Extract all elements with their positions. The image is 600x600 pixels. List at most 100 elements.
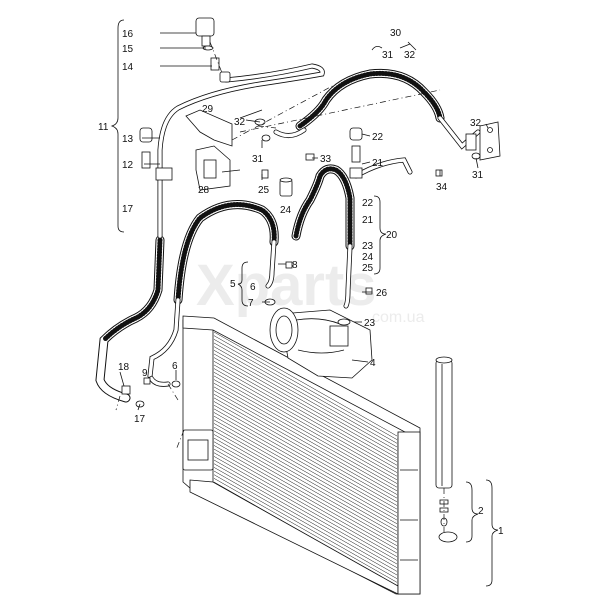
callout-24-group: 24: [362, 252, 374, 263]
callout-21: 21: [362, 215, 374, 226]
callout-31-top: 31: [382, 50, 394, 61]
condenser-fin-line: [213, 408, 398, 514]
callout-23-group: 23: [362, 241, 374, 252]
condenser-fin-line: [213, 404, 398, 510]
callout-31-right: 31: [472, 170, 484, 181]
callout-31-left: 31: [252, 154, 264, 165]
callout-32-top: 32: [404, 50, 416, 61]
condenser-fin-line: [213, 353, 398, 459]
condenser-fin-line: [213, 335, 398, 440]
condenser-fin-line: [213, 419, 398, 525]
callout-14: 14: [122, 62, 134, 73]
condenser-fin-line: [213, 452, 398, 557]
condenser-fin-line: [213, 346, 398, 451]
callout-25: 25: [258, 185, 270, 196]
condenser-fins: [213, 331, 398, 587]
condenser-fin-line: [213, 437, 398, 543]
callout-12: 12: [122, 160, 134, 171]
condenser-fin-line: [213, 445, 398, 550]
condenser-fin-line: [213, 401, 398, 506]
condenser-fin-line: [213, 364, 398, 470]
connector-block-32: [465, 121, 501, 161]
callout-23: 23: [364, 318, 376, 329]
condenser-fin-line: [213, 412, 398, 517]
callout-4: 4: [370, 358, 376, 369]
callout-28: 28: [198, 185, 210, 196]
condenser-fin-line: [213, 470, 398, 576]
callout-30: 30: [390, 28, 402, 39]
condenser-fin-line: [213, 448, 398, 554]
callout-33: 33: [320, 154, 332, 165]
callout-18: 18: [118, 362, 130, 373]
callout-20: 20: [386, 230, 398, 241]
callout-22: 22: [362, 198, 374, 209]
condenser-fin-line: [213, 390, 398, 495]
condenser-fin-line: [213, 430, 398, 535]
callout-17-lower: 17: [134, 414, 146, 425]
condenser-fin-line: [213, 372, 398, 477]
callout-17-upper: 17: [122, 204, 134, 215]
callout-22-upper: 22: [372, 132, 384, 143]
callout-21-upper: 21: [372, 158, 384, 169]
callout-1: 1: [498, 526, 504, 537]
callout-6-lower: 6: [172, 361, 178, 372]
callout-5: 5: [230, 279, 236, 290]
condenser-fin-line: [213, 375, 398, 481]
condenser: [182, 315, 421, 595]
condenser-fin-line: [213, 368, 398, 473]
callout-34: 34: [436, 182, 448, 193]
condenser-fin-line: [213, 463, 398, 568]
callout-8: 8: [292, 260, 298, 271]
leader-lines: [110, 19, 499, 587]
condenser-fin-line: [213, 357, 398, 462]
callout-16: 16: [122, 29, 134, 40]
callout-9: 9: [142, 368, 148, 379]
condenser-fin-line: [213, 383, 398, 488]
condenser-fin-line: [213, 386, 398, 492]
bracket-28-29: [185, 109, 233, 191]
compressor: [269, 307, 373, 379]
condenser-fin-line: [213, 478, 398, 583]
callout-32-right: 32: [470, 118, 482, 129]
condenser-fin-line: [213, 474, 398, 579]
watermark-domain: com.ua: [372, 309, 425, 326]
condenser-fin-line: [213, 350, 398, 455]
callout-2: 2: [478, 506, 484, 517]
condenser-fin-line: [213, 434, 398, 539]
condenser-fin-line: [213, 426, 398, 532]
misc-bolts: [121, 118, 481, 408]
condenser-fin-line: [213, 342, 398, 448]
pressure-switch: [195, 17, 231, 83]
condenser-fin-line: [213, 415, 398, 521]
condenser-fin-line: [213, 393, 398, 499]
condenser-fin-line: [213, 397, 398, 503]
condenser-fin-line: [213, 361, 398, 466]
upper-left-pipe: [157, 63, 325, 239]
callout-13: 13: [122, 134, 134, 145]
callout-11: 11: [98, 122, 109, 133]
valve-22-21: [349, 127, 363, 179]
callout-7: 7: [248, 298, 254, 309]
callout-15: 15: [122, 44, 134, 55]
middle-pressure-hose: [147, 200, 279, 387]
condenser-fin-line: [213, 459, 398, 565]
callout-29: 29: [202, 104, 214, 115]
service-valve-left: [139, 127, 173, 181]
callout-32-left: 32: [234, 117, 246, 128]
condenser-fin-line: [213, 379, 398, 484]
receiver-dryer: [435, 356, 458, 543]
condenser-fin-line: [213, 456, 398, 561]
left-suction-hose: [95, 235, 165, 403]
condenser-fin-line: [213, 339, 398, 444]
callout-26: 26: [376, 288, 388, 299]
guide-lines: [115, 83, 441, 451]
callout-labels: 16 15 14 11 13 12 17 29 28 32 31 25 24 3…: [98, 28, 504, 537]
callout-6: 6: [250, 282, 256, 293]
condenser-fin-line: [213, 441, 398, 546]
right-discharge-hose: [291, 157, 413, 309]
bushing-24: [279, 177, 293, 197]
condenser-fin-line: [213, 467, 398, 572]
condenser-fin-line: [213, 423, 398, 528]
callout-24: 24: [280, 205, 292, 216]
